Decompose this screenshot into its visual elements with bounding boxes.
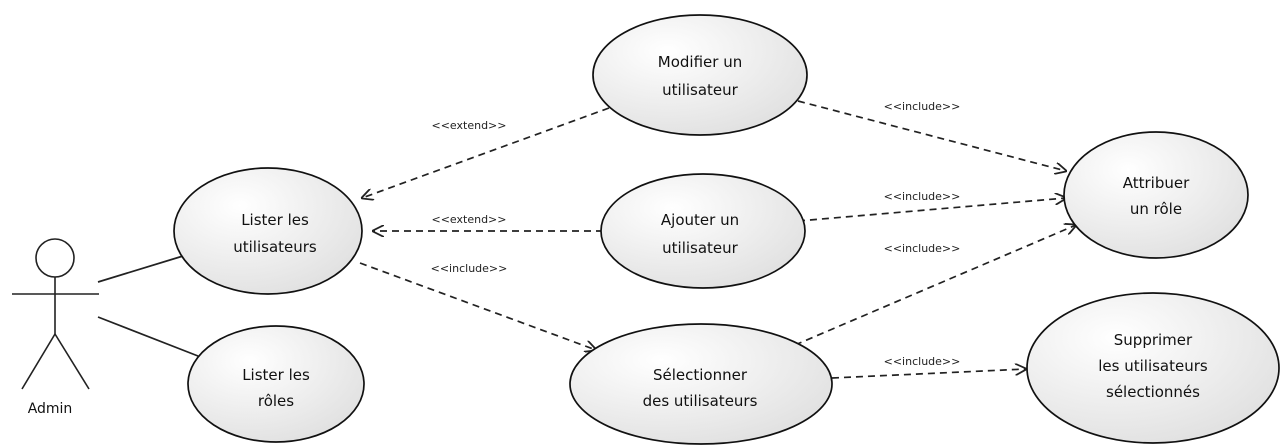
actor-left-leg	[21, 333, 56, 390]
usecase-attribuer-role-shape	[1063, 131, 1249, 259]
include-arrow-modifier-to-attribuer	[797, 100, 1066, 171]
usecase-selectionner-utilisateurs-line-2: des utilisateurs	[643, 392, 758, 410]
usecase-ajouter-utilisateur[interactable]: Ajouter un utilisateur	[600, 173, 806, 289]
include-arrow-selectionner-to-supprimer	[831, 369, 1026, 379]
usecase-selectionner-utilisateurs-shape	[569, 323, 833, 445]
include-label-lister-selectionner: <<include>>	[431, 262, 508, 275]
include-arrow-selectionner-to-attribuer	[794, 225, 1076, 346]
usecase-lister-roles[interactable]: Lister les rôles	[187, 325, 365, 443]
extend-arrow-modifier-to-lister	[362, 107, 610, 198]
usecase-selectionner-utilisateurs-line-1: Sélectionner	[653, 366, 748, 384]
usecase-modifier-utilisateur[interactable]: Modifier un utilisateur	[592, 14, 808, 136]
actor-head	[35, 238, 75, 278]
usecase-supprimer-utilisateurs-line-2: les utilisateurs	[1098, 357, 1208, 375]
usecase-supprimer-utilisateurs[interactable]: Supprimer les utilisateurs sélectionnés	[1026, 292, 1280, 444]
extend-label-modifier: <<extend>>	[432, 119, 507, 132]
usecase-lister-utilisateurs-line-2: utilisateurs	[233, 238, 317, 256]
include-label-modifier-attribuer: <<include>>	[884, 100, 961, 113]
usecase-modifier-utilisateur-shape	[592, 14, 808, 136]
actor-right-leg	[54, 333, 90, 390]
usecase-supprimer-utilisateurs-line-1: Supprimer	[1114, 331, 1193, 349]
usecase-lister-roles-line-1: Lister les	[242, 366, 310, 384]
include-label-selectionner-attribuer: <<include>>	[884, 242, 961, 255]
association-admin-lister-utilisateurs	[97, 255, 184, 283]
usecase-modifier-utilisateur-line-2: utilisateur	[662, 81, 739, 99]
association-admin-lister-roles	[97, 316, 199, 357]
include-label-ajouter-attribuer: <<include>>	[884, 190, 961, 203]
usecase-attribuer-role[interactable]: Attribuer un rôle	[1063, 131, 1249, 259]
usecase-ajouter-utilisateur-shape	[600, 173, 806, 289]
actor-label: Admin	[28, 401, 73, 417]
usecase-lister-roles-shape	[187, 325, 365, 443]
usecase-supprimer-utilisateurs-line-3: sélectionnés	[1106, 383, 1200, 401]
usecase-selectionner-utilisateurs[interactable]: Sélectionner des utilisateurs	[569, 323, 833, 445]
usecase-lister-utilisateurs[interactable]: Lister les utilisateurs	[173, 167, 363, 295]
usecase-lister-utilisateurs-line-1: Lister les	[241, 211, 309, 229]
usecase-ajouter-utilisateur-line-2: utilisateur	[662, 239, 739, 257]
usecase-attribuer-role-line-1: Attribuer	[1123, 174, 1190, 192]
usecase-supprimer-utilisateurs-shape	[1026, 292, 1280, 444]
usecase-attribuer-role-line-2: un rôle	[1130, 200, 1182, 218]
include-arrow-ajouter-to-attribuer	[797, 198, 1066, 222]
include-arrow-lister-to-selectionner	[359, 262, 596, 350]
usecase-modifier-utilisateur-line-1: Modifier un	[658, 53, 742, 71]
usecase-lister-utilisateurs-shape	[173, 167, 363, 295]
extend-label-ajouter: <<extend>>	[432, 213, 507, 226]
usecase-lister-roles-line-2: rôles	[258, 392, 294, 410]
usecase-ajouter-utilisateur-line-1: Ajouter un	[661, 211, 739, 229]
include-label-selectionner-supprimer: <<include>>	[884, 355, 961, 368]
actor-admin[interactable]: Admin	[12, 238, 99, 417]
